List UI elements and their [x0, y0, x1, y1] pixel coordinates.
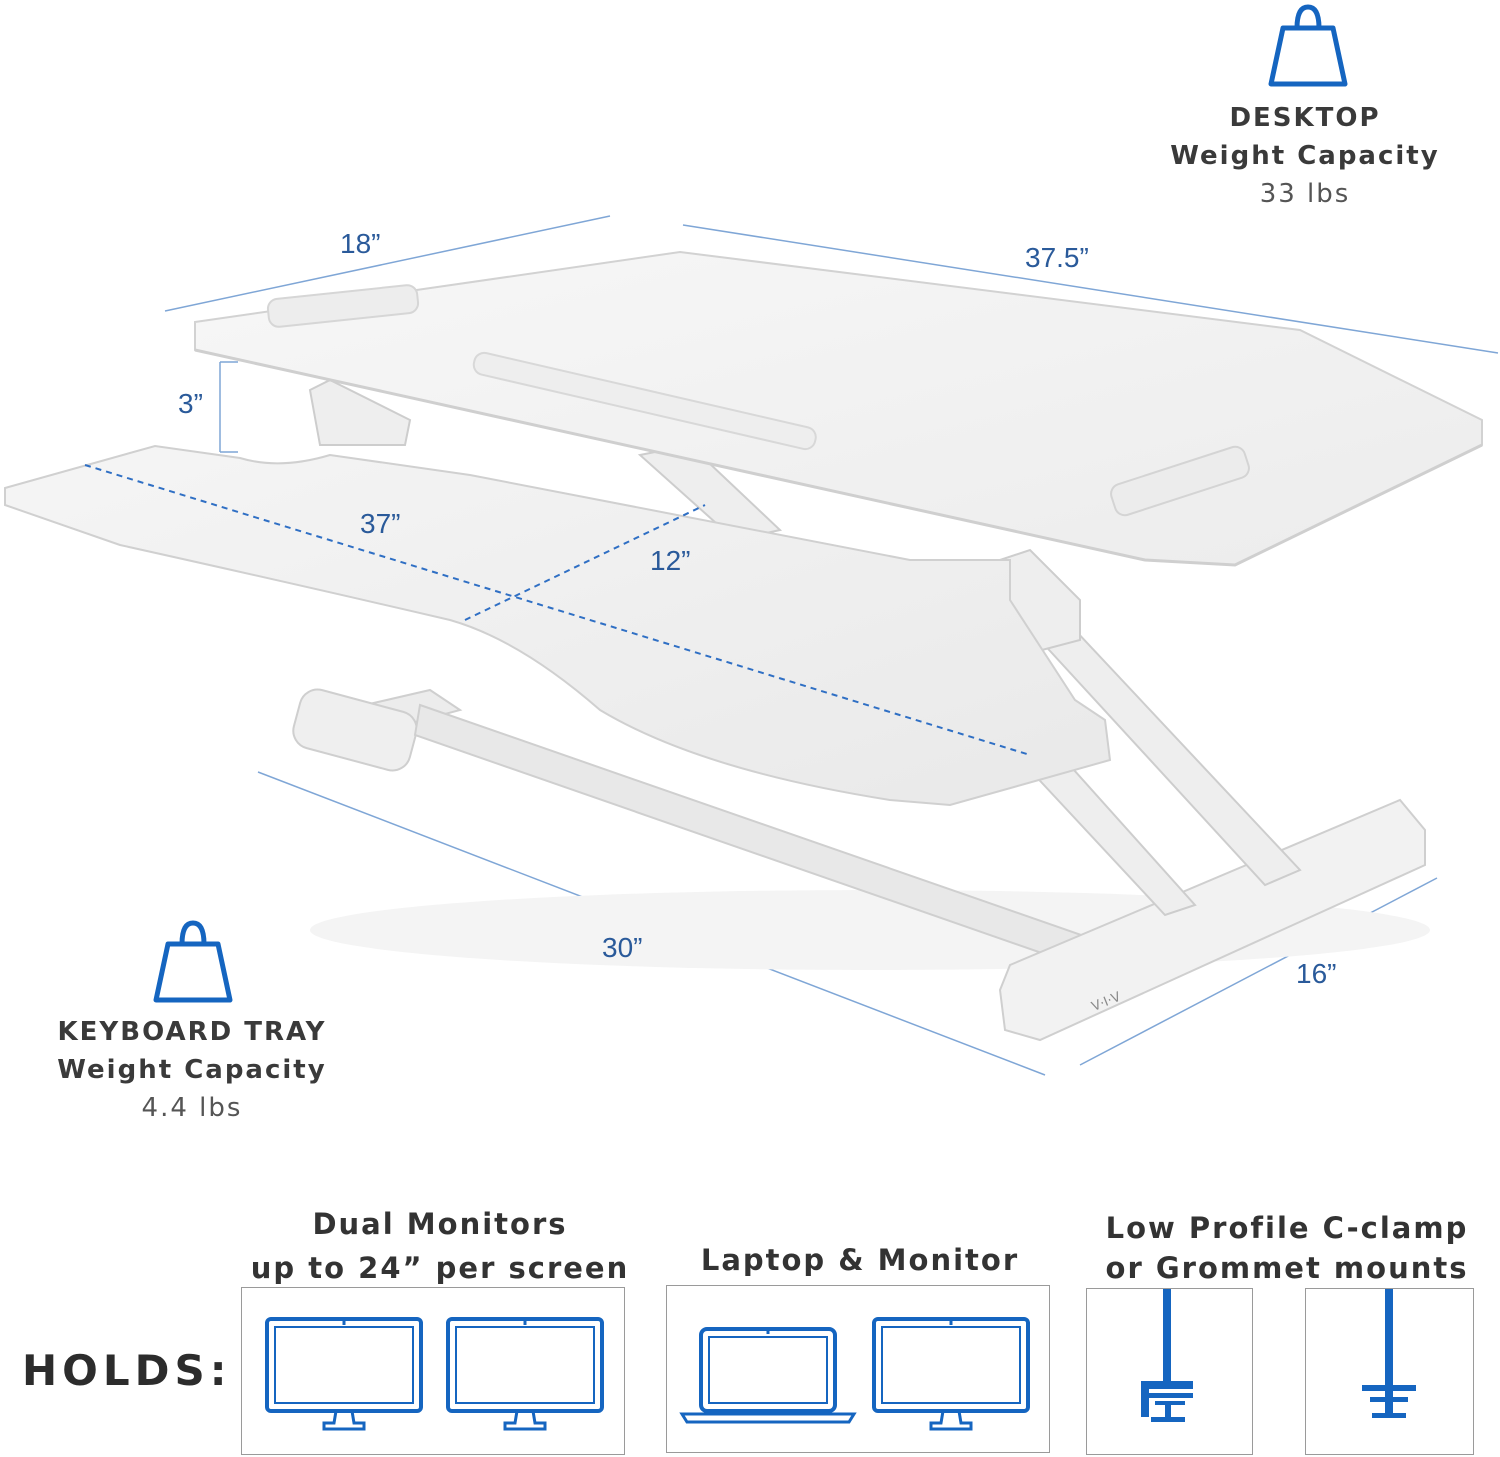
feature-dual-line1: Dual Monitors [312, 1207, 568, 1241]
dimension-base-width: 30” [602, 932, 643, 963]
dimension-depth-top: 18” [340, 228, 381, 259]
feature-dual-title: Dual Monitors up to 24” per screen [240, 1202, 640, 1290]
dimension-width-top: 37.5” [1025, 242, 1089, 273]
keyboard-capacity-subtitle: Weight Capacity [57, 1055, 327, 1085]
feature-laptop-box [666, 1285, 1050, 1453]
feature-laptop-title: Laptop & Monitor [700, 1243, 1020, 1277]
feature-mounts-line1: Low Profile C-clamp [1105, 1211, 1469, 1245]
feature-clamp-box [1086, 1288, 1253, 1455]
weight-icon [153, 920, 233, 1003]
dimension-tray-width: 37” [360, 508, 401, 539]
keyboard-tray [4, 444, 1112, 807]
desk-illustration: V·I·V [4, 215, 1499, 1076]
holds-label: HOLDS: [22, 1346, 232, 1395]
feature-mounts-line2: or Grommet mounts [1105, 1251, 1469, 1285]
feature-mounts-title: Low Profile C-clamp or Grommet mounts [1082, 1208, 1492, 1288]
c-clamp-icon [1141, 1289, 1193, 1422]
feature-dual-box [241, 1287, 625, 1455]
dimension-base-depth: 16” [1296, 958, 1337, 989]
keyboard-capacity-title: KEYBOARD TRAY [57, 1017, 327, 1047]
keyboard-capacity-value: 4.4 lbs [141, 1093, 243, 1123]
laptop-icon [679, 1327, 857, 1424]
feature-grommet-box [1305, 1288, 1474, 1455]
base-frame [292, 688, 1426, 1042]
desktop-capacity-value: 33 lbs [1259, 179, 1351, 209]
desktop-capacity-subtitle: Weight Capacity [1170, 141, 1440, 171]
dimension-height-gap: 3” [178, 388, 203, 419]
keyboard-capacity: KEYBOARD TRAY Weight Capacity 4.4 lbs [42, 1014, 342, 1126]
feature-dual-line2: up to 24” per screen [250, 1251, 630, 1285]
weight-icon [1268, 4, 1348, 87]
desktop-capacity: DESKTOP Weight Capacity 33 lbs [1155, 100, 1455, 212]
desktop-capacity-title: DESKTOP [1229, 103, 1381, 133]
monitor-icon [265, 1317, 423, 1431]
dimension-tray-depth: 12” [650, 545, 691, 576]
grommet-icon [1362, 1289, 1416, 1418]
monitor-icon [446, 1317, 604, 1431]
monitor-icon [872, 1317, 1030, 1431]
tray-dimension-lines [84, 464, 1031, 756]
